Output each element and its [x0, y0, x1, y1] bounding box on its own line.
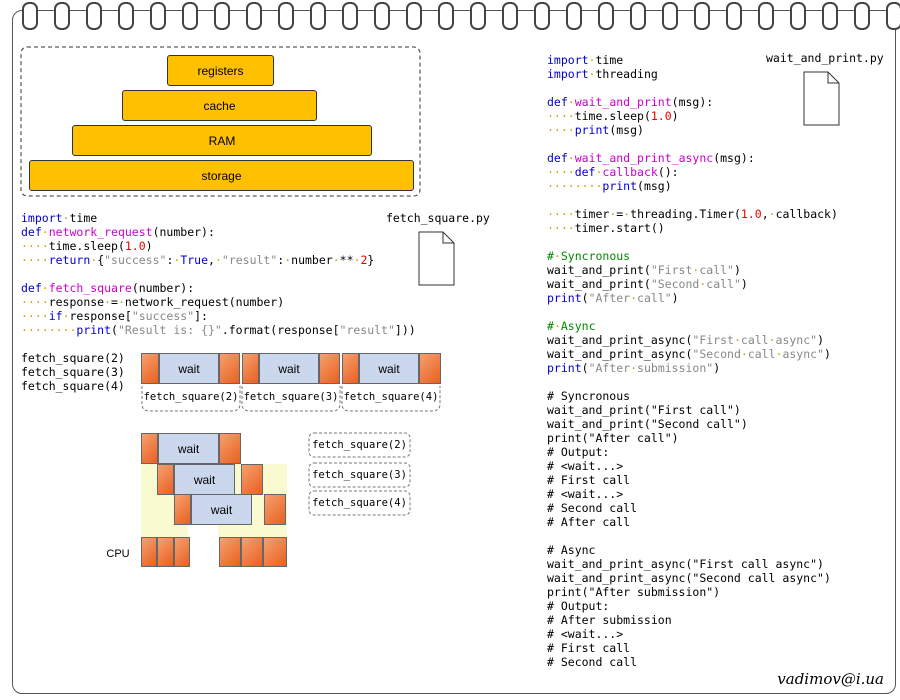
ring-binding-loop	[22, 2, 38, 30]
pyramid-ram: RAM	[72, 125, 372, 156]
timeline-label: fetch_square(2)	[143, 391, 239, 403]
ring-binding-loop	[566, 2, 582, 30]
ring-binding-loop	[86, 2, 102, 30]
ring-binding-loop	[374, 2, 390, 30]
wait-block: wait	[259, 353, 319, 384]
ring-binding-loop	[534, 2, 550, 30]
ring-binding-loop	[342, 2, 358, 30]
cpu-label: CPU	[106, 548, 130, 560]
async-label: fetch_square(2)	[312, 439, 407, 451]
cpu-block	[157, 537, 174, 567]
file-label-fetch-square: fetch_square.py	[386, 211, 490, 225]
ring-binding-loop	[630, 2, 646, 30]
ring-binding-loop	[790, 2, 806, 30]
file-icon	[418, 231, 455, 286]
notebook-sheet	[12, 10, 896, 694]
call-4: fetch_square(4)	[21, 379, 125, 393]
ring-binding-loop	[54, 2, 70, 30]
ring-binding-loop	[438, 2, 454, 30]
async-label: fetch_square(4)	[312, 497, 407, 509]
wait-block: wait	[174, 464, 235, 495]
wait-block: wait	[159, 353, 219, 384]
ring-binding-loop	[886, 2, 900, 30]
ring-binding-loop	[758, 2, 774, 30]
ring-binding-loop	[694, 2, 710, 30]
cpu-block	[219, 537, 241, 567]
cpu-block	[242, 353, 259, 384]
ring-binding-loop	[182, 2, 198, 30]
cpu-block	[141, 353, 159, 384]
timeline-brackets	[141, 386, 441, 412]
wait-block: wait	[158, 433, 219, 464]
ring-binding-loop	[854, 2, 870, 30]
async-label-boxes	[308, 432, 411, 516]
async-label: fetch_square(3)	[312, 469, 407, 481]
file-label-wait-and-print: wait_and_print.py	[766, 51, 884, 65]
cpu-block	[219, 353, 240, 384]
cpu-block	[241, 464, 263, 495]
cpu-block	[157, 464, 174, 495]
ring-binding-loop	[822, 2, 838, 30]
call-2: fetch_square(2)	[21, 351, 125, 365]
pyramid-frame	[20, 46, 421, 197]
timeline-label: fetch_square(3)	[243, 391, 339, 403]
ring-binding-loop	[406, 2, 422, 30]
pyramid-storage: storage	[29, 160, 414, 191]
fetch-square-code: import·time def·network_request(number):…	[21, 211, 416, 337]
author-signature: vadimov@i.ua	[777, 670, 884, 688]
wait-block: wait	[191, 494, 252, 525]
cpu-block	[174, 494, 191, 525]
cpu-block	[241, 537, 263, 567]
ring-binding-loop	[598, 2, 614, 30]
ring-binding-loop	[310, 2, 326, 30]
ring-binding-loop	[278, 2, 294, 30]
ring-binding-loop	[726, 2, 742, 30]
ring-binding-loop	[246, 2, 262, 30]
ring-binding-loop	[662, 2, 678, 30]
ring-binding-loop	[214, 2, 230, 30]
cpu-block	[342, 353, 359, 384]
cpu-block	[141, 537, 157, 567]
cpu-block	[141, 433, 158, 464]
cpu-block	[319, 353, 340, 384]
cpu-block	[219, 433, 241, 464]
wait-and-print-code: import·time import·threading def·wait_an…	[547, 53, 838, 669]
ring-binding-loop	[150, 2, 166, 30]
ring-binding-loop	[470, 2, 486, 30]
timeline-label: fetch_square(4)	[343, 391, 439, 403]
ring-binding-loop	[502, 2, 518, 30]
calls-code: fetch_square(2) fetch_square(3) fetch_sq…	[21, 351, 125, 393]
cpu-block	[263, 537, 287, 567]
call-3: fetch_square(3)	[21, 365, 125, 379]
ring-binding-loop	[118, 2, 134, 30]
wait-block: wait	[359, 353, 419, 384]
cpu-block	[419, 353, 441, 384]
cpu-block	[264, 494, 286, 525]
pyramid-registers: registers	[167, 55, 274, 86]
pyramid-cache: cache	[122, 90, 317, 121]
cpu-block	[174, 537, 190, 567]
file-icon	[803, 71, 840, 126]
